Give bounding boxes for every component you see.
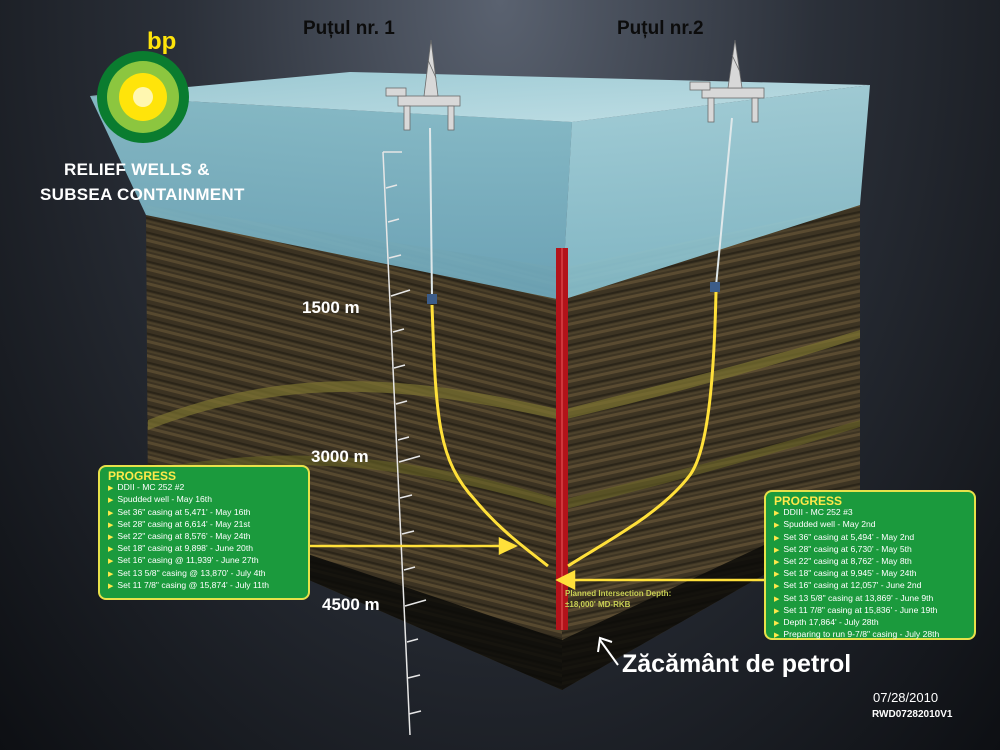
diagram-date: 07/28/2010 <box>873 690 939 705</box>
progress-item: Set 36" casing at 5,494' - May 2nd <box>774 532 966 544</box>
progress-item: Set 16" casing at 12,057' - June 2nd <box>774 580 966 592</box>
reservoir-layer <box>148 500 860 690</box>
sediment-left-face <box>146 205 562 690</box>
depth-label-1500: 1500 m <box>302 298 360 317</box>
progress-title: PROGRESS <box>774 494 843 508</box>
yellow-stratum <box>148 420 860 510</box>
bp-wordmark: bp <box>147 28 177 55</box>
progress-item: Set 18" casing at 9,898' - June 20th <box>108 543 300 555</box>
intersection-note: Planned Intersection Depth: ±18,000' MD-… <box>565 588 671 610</box>
logo-caption-line1: RELIEF WELLS & <box>64 160 210 179</box>
progress-item: Set 18" casing at 9,945' - May 24th <box>774 568 966 580</box>
bp-helios-logo <box>97 51 189 143</box>
progress-item: Set 28" casing at 6,614' - May 21st <box>108 519 300 531</box>
progress-item: DDII - MC 252 #2 <box>108 482 300 494</box>
water-right-face <box>562 85 870 300</box>
water-surface <box>90 72 870 122</box>
well2-platform <box>689 39 765 123</box>
progress-item: Spudded well - May 16th <box>108 494 300 506</box>
progress-item: Depth 17,864' - July 28th <box>774 617 966 629</box>
sediment-right-face <box>562 205 860 690</box>
pointer-arrows <box>310 537 765 591</box>
relief-well-2-path <box>567 291 718 568</box>
well1-platform <box>385 39 461 131</box>
progress-item: Set 11 7/8" casing at 15,836' - June 19t… <box>774 605 966 617</box>
progress-panel-well1: PROGRESS DDII - MC 252 #2 Spudded well -… <box>98 465 310 600</box>
sediment-block <box>146 205 860 690</box>
progress-item: Preparing to run 9-7/8" casing - July 28… <box>774 629 966 641</box>
water-left-face <box>90 96 572 300</box>
reservoir-label: Zăcământ de petrol <box>622 650 852 678</box>
well2-bop <box>710 282 720 292</box>
progress-panel-well2: PROGRESS DDIII - MC 252 #3 Spudded well … <box>764 490 976 640</box>
well2-riser <box>715 117 733 287</box>
well1-bop <box>427 294 437 304</box>
yellow-stratum <box>148 330 860 430</box>
sea-water <box>90 72 870 300</box>
intersection-line1: Planned Intersection Depth: <box>565 589 672 598</box>
depth-ruler <box>382 151 427 736</box>
well1-title: Puțul nr. 1 <box>303 18 395 39</box>
progress-title: PROGRESS <box>108 469 177 483</box>
diagram-code: RWD07282010V1 <box>872 709 953 720</box>
progress-item: Set 13 5/8" casing @ 13,870' - July 4th <box>108 568 300 580</box>
progress-item: Set 22" casing at 8,576' - May 24th <box>108 531 300 543</box>
logo-caption-line2: SUBSEA CONTAINMENT <box>40 185 245 204</box>
reservoir-arrow <box>597 636 619 666</box>
well2-title: Puțul nr.2 <box>617 18 704 39</box>
progress-item: Spudded well - May 2nd <box>774 519 966 531</box>
original-well <box>556 248 568 630</box>
intersection-line2: ±18,000' MD-RKB <box>565 600 631 609</box>
progress-item: DDIII - MC 252 #3 <box>774 507 966 519</box>
progress-item: Set 11 7/8" casing @ 15,874' - July 11th <box>108 580 300 592</box>
well1-riser <box>429 127 433 299</box>
progress-item: Set 16" casing @ 11,939' - June 27th <box>108 555 300 567</box>
progress-item: Set 13 5/8" casing at 13,869' - June 9th <box>774 593 966 605</box>
progress-item: Set 22" casing at 8,762' - May 8th <box>774 556 966 568</box>
depth-label-4500: 4500 m <box>322 595 380 614</box>
progress-item: Set 28" casing at 6,730' - May 5th <box>774 544 966 556</box>
progress-item: Set 36" casing at 5,471' - May 16th <box>108 507 300 519</box>
depth-label-3000: 3000 m <box>311 447 369 466</box>
relief-well-1-path <box>430 304 549 568</box>
